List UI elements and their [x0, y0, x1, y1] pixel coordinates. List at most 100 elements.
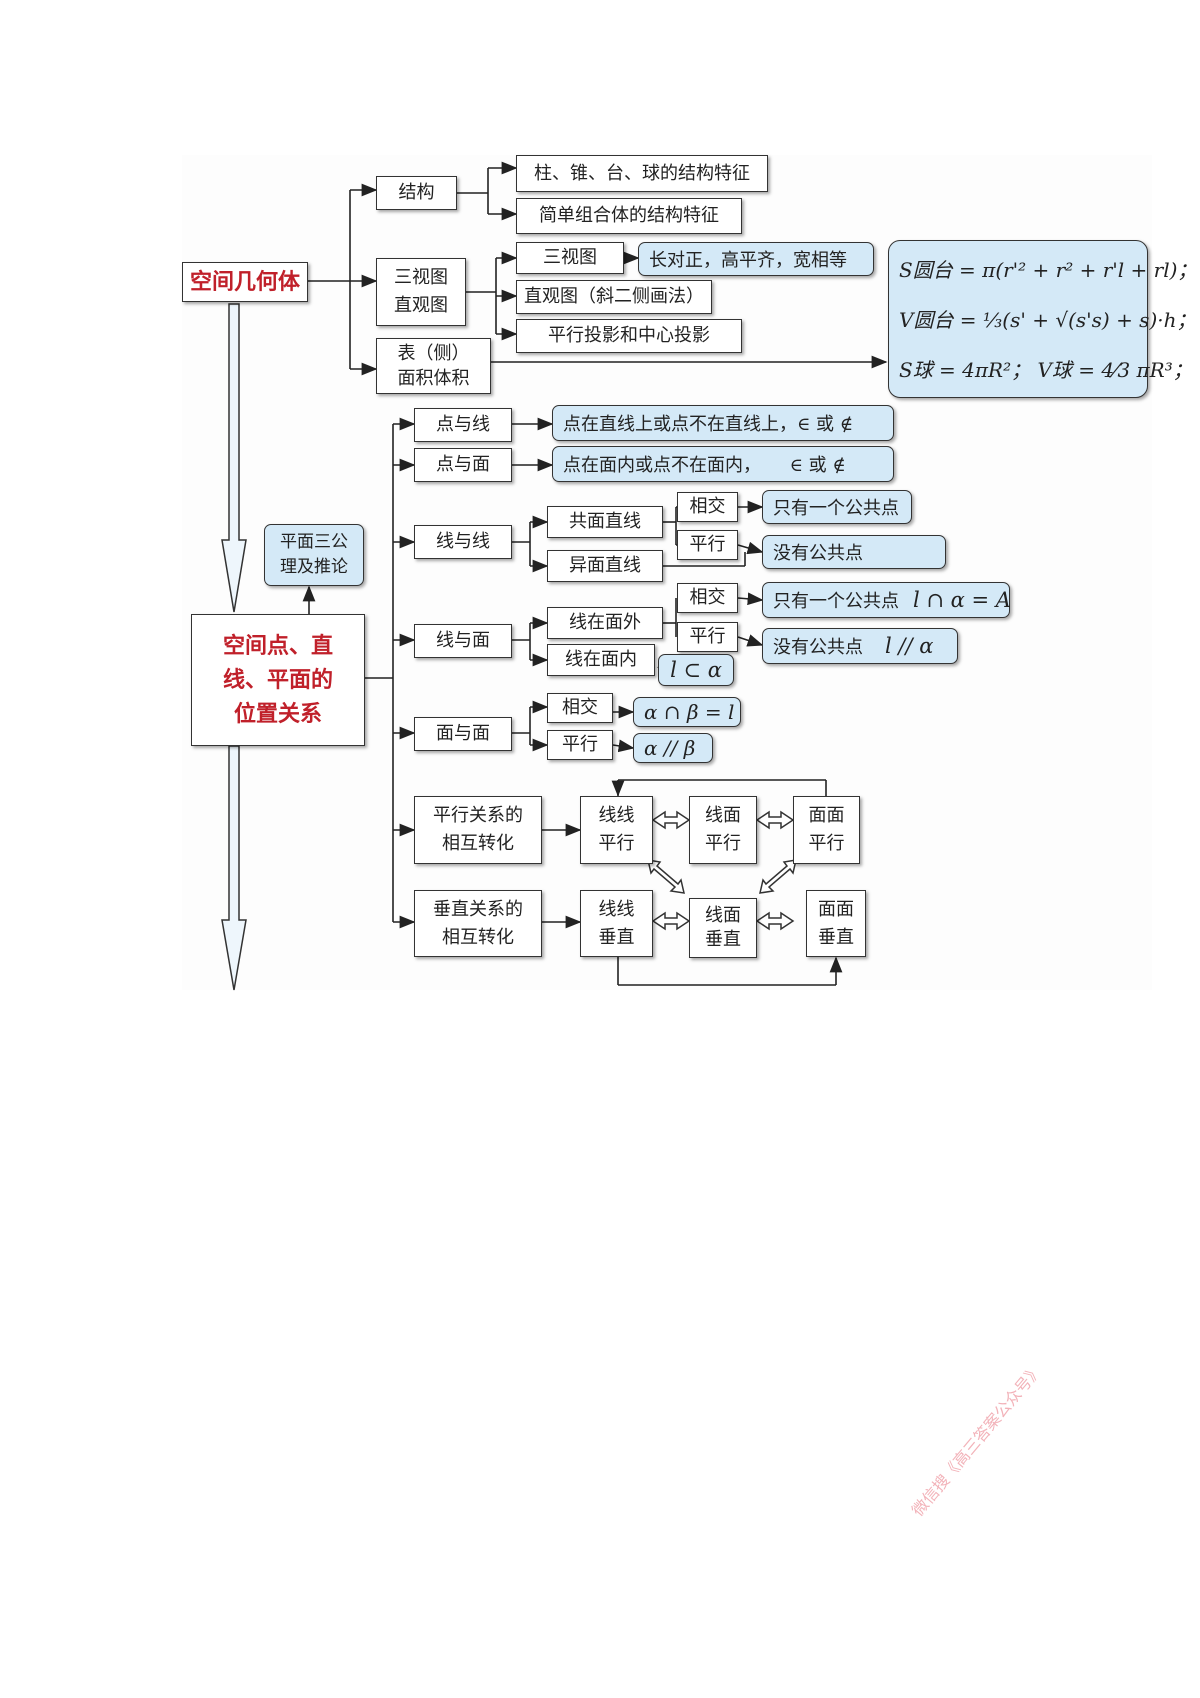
perp-pp-2: 垂直	[818, 926, 854, 948]
parallel-pp-node: 面面 平行	[793, 796, 860, 864]
structure-leaf-2: 简单组合体的结构特征	[516, 198, 742, 234]
parallel-ll-2: 平行	[598, 833, 635, 854]
inside-label: 线在面内	[565, 649, 637, 671]
lp-parallel-label: 平行	[689, 626, 726, 648]
point-line-node: 点与线	[414, 408, 512, 442]
perp-pp-node: 面面 垂直	[806, 890, 866, 957]
surface-label-1: 表（侧）	[397, 342, 470, 364]
views-item-3: 平行投影和中心投影	[516, 319, 742, 353]
root2-line-2: 线、平面的	[222, 666, 333, 693]
pp-intersect-math-label: α ∩ β = l	[644, 700, 735, 724]
point-plane-note-label: 点在面内或点不在面内， ∈ 或 ∉	[563, 455, 846, 476]
views-item-3-label: 平行投影和中心投影	[548, 325, 710, 347]
structure-leaf-2-label: 简单组合体的结构特征	[539, 205, 719, 227]
perp-conv-node: 垂直关系的 相互转化	[414, 890, 542, 957]
views-item-1-label: 三视图	[543, 247, 597, 269]
pp-parallel-node: 平行	[547, 730, 613, 760]
lp-parallel-node: 平行	[677, 622, 738, 652]
axioms-box: 平面三公 理及推论	[264, 524, 364, 586]
ll-no-point-note: 没有公共点	[762, 535, 946, 569]
views-item-2: 直观图（斜二侧画法）	[516, 280, 712, 314]
pp-parallel-math-label: α // β	[644, 736, 696, 760]
point-line-note: 点在直线上或点不在直线上，∈ 或 ∉	[552, 405, 894, 441]
perp-ll-1: 线线	[598, 898, 635, 920]
perp-ll-node: 线线 垂直	[580, 890, 653, 957]
ll-intersect-label: 相交	[689, 496, 726, 518]
line-line-node: 线与线	[414, 525, 512, 559]
point-line-label: 点与线	[436, 414, 490, 436]
point-plane-node: 点与面	[414, 448, 512, 482]
root2-line-3: 位置关系	[233, 701, 322, 728]
parallel-ll-node: 线线 平行	[580, 796, 653, 864]
lp-intersect-node: 相交	[677, 583, 738, 613]
formula-box: S圆台 = π(r'² + r² + r'l + rl)； V圆台 = ⅓(s'…	[888, 240, 1198, 398]
outside-node: 线在面外	[547, 607, 663, 639]
views-item-2-label: 直观图（斜二侧画法）	[524, 286, 704, 308]
outside-label: 线在面外	[569, 612, 641, 634]
parallel-pp-2: 平行	[808, 833, 845, 854]
perp-ll-2: 垂直	[598, 926, 635, 948]
ll-no-point-label: 没有公共点	[773, 543, 863, 564]
parallel-lp-2: 平行	[705, 833, 741, 854]
parallel-ll-1: 线线	[598, 805, 635, 827]
pp-intersect-label: 相交	[562, 697, 598, 719]
lp-intersect-label: 相交	[689, 587, 726, 609]
skew-node: 异面直线	[547, 550, 663, 582]
line-plane-label: 线与面	[436, 630, 490, 652]
views-label-2: 直观图	[394, 295, 448, 316]
lp-one-point-math: l ∩ α = A	[913, 588, 1011, 612]
formula-frustum-volume: V圆台 = ⅓(s' + √(s's) + s)·h；	[899, 308, 1197, 332]
perp-lp-2: 垂直	[705, 929, 741, 950]
ll-intersect-node: 相交	[677, 492, 738, 522]
pp-intersect-math: α ∩ β = l	[633, 697, 741, 727]
lp-no-point-note: 没有公共点 l // α	[762, 628, 958, 664]
perp-pp-1: 面面	[818, 898, 854, 920]
perp-conv-label-1: 垂直关系的	[433, 898, 523, 920]
lp-no-point-label: 没有公共点	[773, 637, 863, 658]
lp-one-point-label: 只有一个公共点	[773, 591, 899, 612]
views-note: 长对正，高平齐，宽相等	[638, 242, 874, 276]
lp-one-point-note: 只有一个公共点 l ∩ α = A	[762, 582, 1011, 618]
ll-one-point-note: 只有一个公共点	[762, 490, 912, 524]
line-line-label: 线与线	[436, 531, 490, 553]
root-solid-geometry: 空间几何体	[182, 262, 308, 302]
root2-line-1: 空间点、直	[222, 632, 333, 659]
lp-inside-math: l ⊂ α	[658, 654, 734, 686]
perp-conv-label-2: 相互转化	[442, 926, 514, 948]
parallel-lp-1: 线面	[705, 805, 741, 827]
ll-parallel-node: 平行	[677, 530, 738, 560]
pp-intersect-node: 相交	[547, 693, 613, 723]
structure-leaf-1-label: 柱、锥、台、球的结构特征	[534, 162, 750, 184]
parallel-lp-node: 线面 平行	[689, 796, 757, 864]
parallel-pp-1: 面面	[808, 805, 845, 827]
views-label-1: 三视图	[394, 267, 448, 289]
views-node: 三视图 直观图	[376, 258, 466, 326]
views-item-1: 三视图	[516, 242, 624, 274]
point-line-note-label: 点在直线上或点不在直线上，∈ 或 ∉	[563, 414, 854, 435]
point-plane-label: 点与面	[436, 454, 490, 476]
ll-one-point-label: 只有一个公共点	[773, 498, 899, 519]
pp-parallel-label: 平行	[562, 734, 598, 756]
lp-inside-math-label: l ⊂ α	[670, 658, 722, 682]
views-note-label: 长对正，高平齐，宽相等	[649, 250, 847, 271]
surface-node: 表（侧） 面积体积	[376, 338, 491, 394]
ll-parallel-label: 平行	[689, 534, 726, 556]
coplanar-node: 共面直线	[547, 506, 663, 538]
structure-leaf-1: 柱、锥、台、球的结构特征	[516, 155, 768, 192]
parallel-conv-label-1: 平行关系的	[433, 805, 523, 827]
perp-lp-1: 线面	[705, 904, 741, 926]
formula-frustum-area: S圆台 = π(r'² + r² + r'l + rl)；	[899, 258, 1198, 282]
plane-plane-node: 面与面	[414, 717, 512, 751]
root-solid-geometry-label: 空间几何体	[189, 268, 300, 295]
lp-no-point-math: l // α	[885, 634, 934, 658]
parallel-conv-label-2: 相互转化	[442, 833, 514, 854]
skew-label: 异面直线	[569, 555, 641, 577]
plane-plane-label: 面与面	[436, 723, 490, 745]
formula-sphere: S球 = 4πR²； V球 = 4⁄3 πR³；	[899, 358, 1193, 382]
parallel-conv-node: 平行关系的 相互转化	[414, 796, 542, 864]
line-plane-node: 线与面	[414, 624, 512, 658]
inside-node: 线在面内	[547, 644, 655, 676]
structure-node: 结构	[376, 176, 457, 210]
structure-label: 结构	[398, 182, 435, 204]
